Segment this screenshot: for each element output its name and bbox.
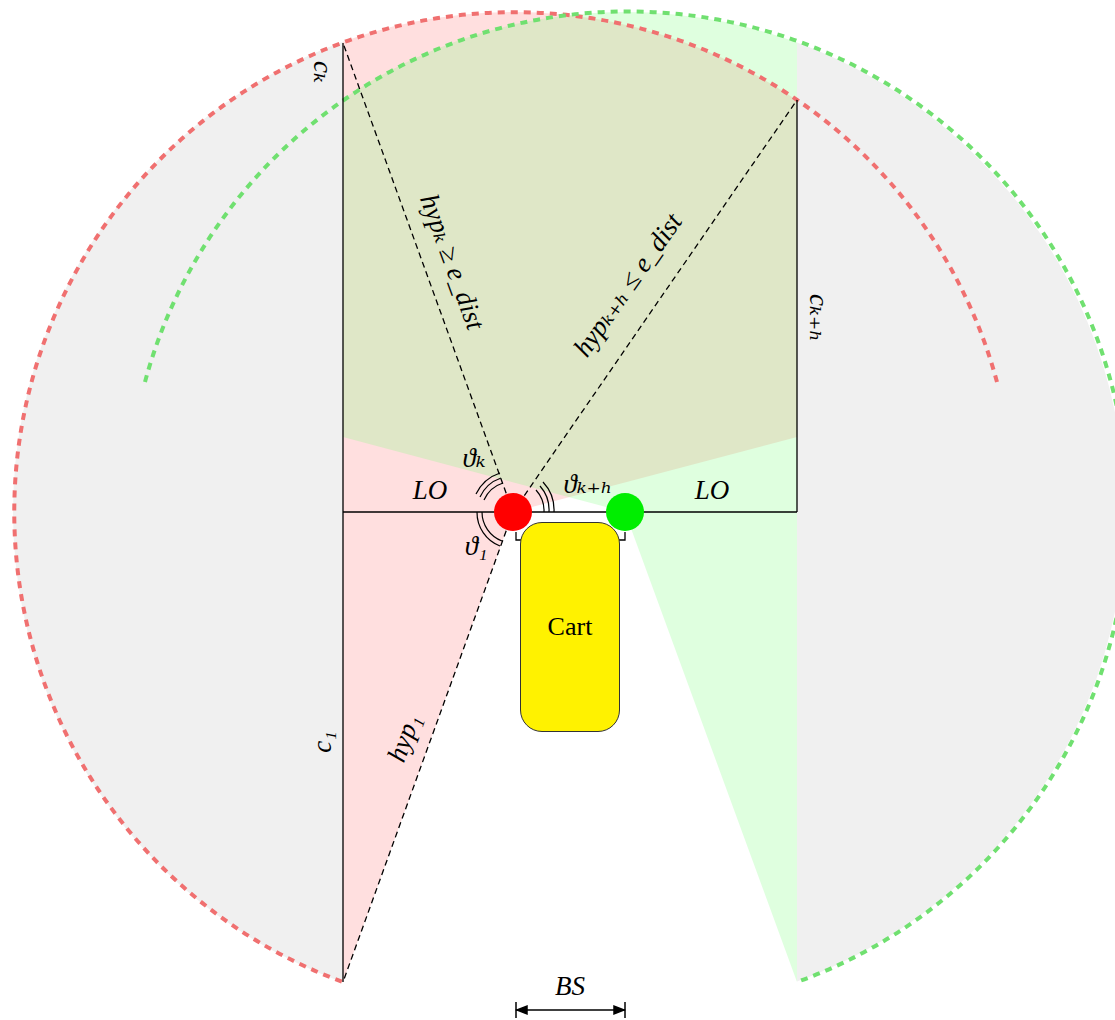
math-label: BS <box>555 973 585 1000</box>
math-label: cₖ₊ₕ <box>805 294 832 342</box>
math-label: LO <box>413 477 448 504</box>
node-text: Cart <box>548 612 593 642</box>
red-sensor <box>494 493 532 531</box>
math-label: c₁ <box>309 731 336 752</box>
math-label: cₖ <box>309 61 336 83</box>
math-label: ϑₖ₊ₕ <box>563 471 612 498</box>
math-label: LO <box>695 477 730 504</box>
math-label: ϑ₁ <box>465 533 488 560</box>
cart-box: Cart <box>520 522 620 732</box>
green-sensor <box>606 493 644 531</box>
math-label: ϑₖ <box>462 445 485 472</box>
